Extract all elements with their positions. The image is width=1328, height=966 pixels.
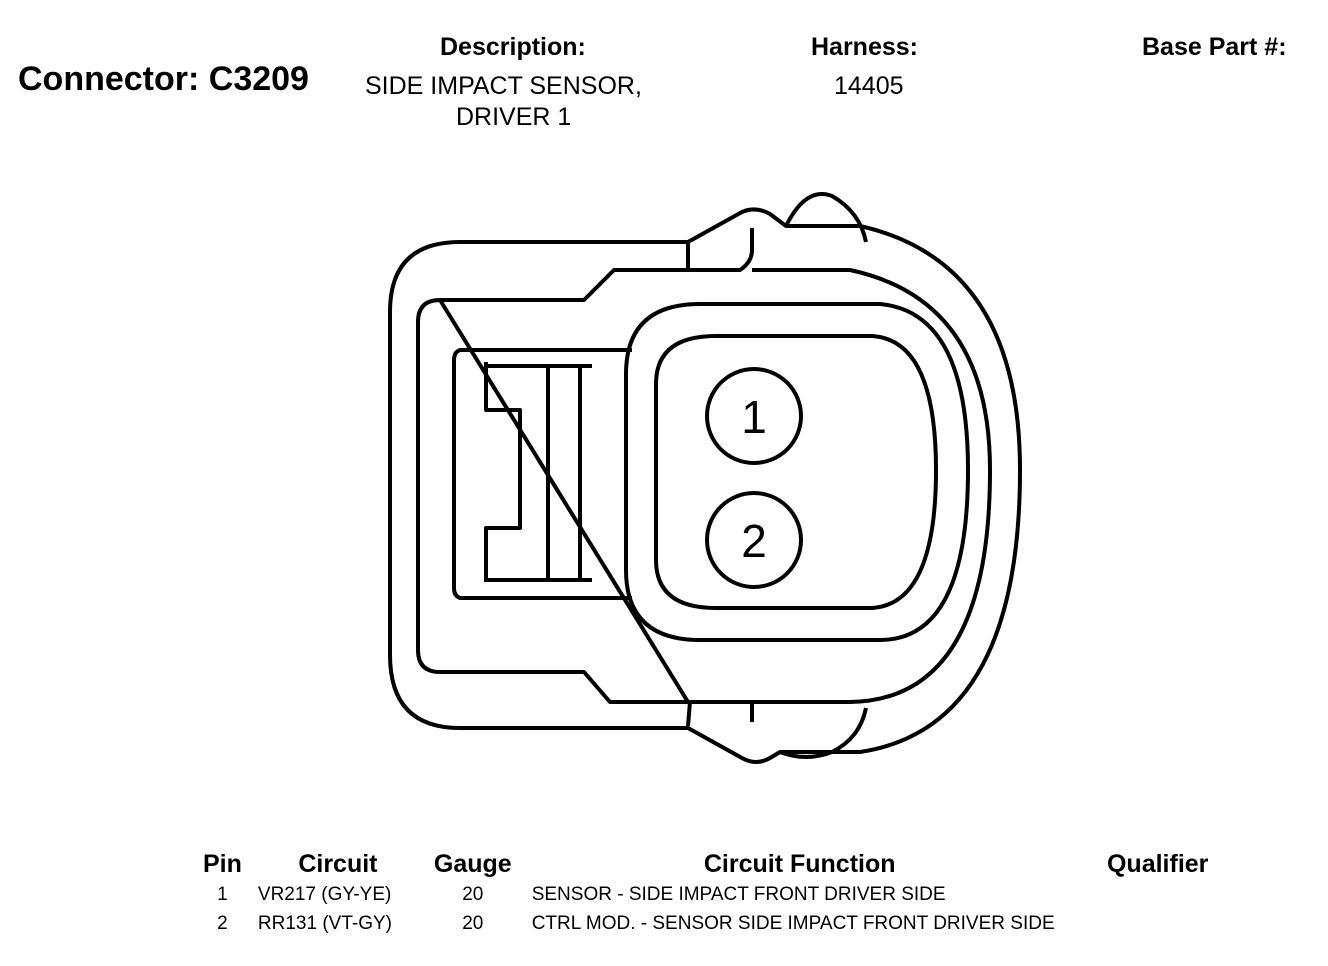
- col-gauge: Gauge: [433, 850, 512, 878]
- terminal-cavity-outer: [624, 302, 970, 642]
- connector-housing-inner: [416, 228, 992, 727]
- cell-function: CTRL MOD. - SENSOR SIDE IMPACT FRONT DRI…: [531, 913, 1055, 934]
- cell-circuit: VR217 (GY-YE): [257, 884, 392, 905]
- cell-pin: 2: [217, 913, 228, 934]
- description-line-2: DRIVER 1: [456, 103, 572, 131]
- latch-tab: [484, 362, 522, 582]
- pin-2-cavity: [705, 491, 803, 589]
- description-line-1: SIDE IMPACT SENSOR,: [365, 72, 642, 100]
- pin-1-label: 1: [741, 391, 767, 443]
- pin-table-header: Pin Circuit Gauge Circuit Function Quali…: [195, 850, 1236, 883]
- col-circuit: Circuit: [298, 850, 378, 878]
- connector-shell-lip-bottom: [779, 707, 868, 759]
- connector-shell-lip: [784, 192, 868, 243]
- cell-qualifier: [1080, 912, 1236, 941]
- cell-qualifier: [1080, 883, 1236, 912]
- base-part-label: Base Part #:: [1142, 33, 1287, 61]
- description-label: Description:: [440, 33, 586, 61]
- table-row: 2 RR131 (VT-GY) 20 CTRL MOD. - SENSOR SI…: [195, 912, 1236, 941]
- cell-gauge: 20: [462, 913, 484, 934]
- terminal-cavity-inner: [654, 334, 938, 610]
- col-pin: Pin: [203, 850, 242, 878]
- cell-pin: 1: [217, 884, 228, 905]
- latch-frame: [452, 348, 632, 600]
- cell-circuit: RR131 (VT-GY): [257, 913, 392, 934]
- pin-1-cavity: [705, 367, 803, 465]
- col-qualifier: Qualifier: [1106, 850, 1209, 878]
- cell-function: SENSOR - SIDE IMPACT FRONT DRIVER SIDE: [531, 884, 946, 905]
- harness-value: 14405: [834, 72, 904, 100]
- cell-gauge: 20: [462, 884, 484, 905]
- pin-table: Pin Circuit Gauge Circuit Function Quali…: [195, 850, 1236, 941]
- connector-housing-outer: [388, 207, 1022, 764]
- table-row: 1 VR217 (GY-YE) 20 SENSOR - SIDE IMPACT …: [195, 883, 1236, 912]
- col-circuit-function: Circuit Function: [703, 850, 896, 878]
- pin-2-label: 2: [741, 515, 767, 567]
- harness-label: Harness:: [811, 33, 918, 61]
- connector-title: Connector: C3209: [18, 60, 309, 98]
